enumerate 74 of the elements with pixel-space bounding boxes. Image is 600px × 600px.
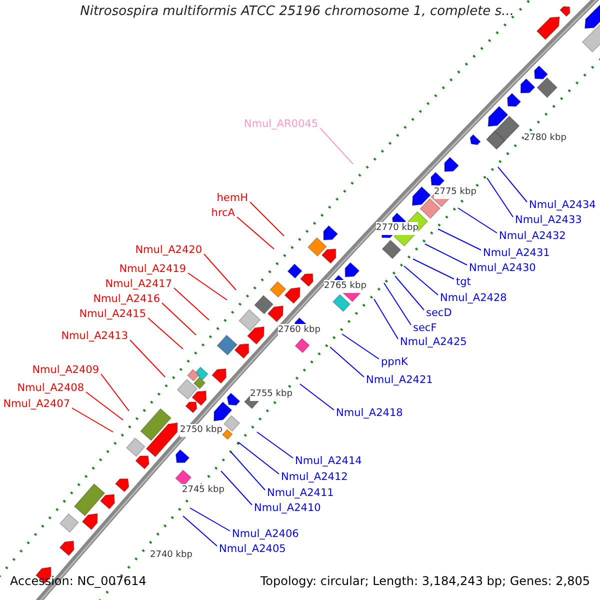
- gene-label: Nmul_A2430: [469, 262, 536, 275]
- gene-label: Nmul_A2416: [93, 293, 160, 306]
- leader-line: [250, 202, 284, 236]
- gene-label: Nmul_A2405: [219, 543, 286, 556]
- footer-text: Topology: circular; Length: 3,184,243 bp; Genes: 2,805: [260, 575, 590, 588]
- leader-line: [238, 442, 280, 474]
- scale-label: 2760 kbp: [278, 324, 320, 337]
- leader-line: [384, 282, 412, 326]
- scale-label: 2770 kbp: [376, 222, 418, 235]
- scale-label: 2740 kbp: [150, 549, 192, 562]
- gene-label: Nmul_A2408: [17, 382, 84, 395]
- gene-label: tgt: [456, 276, 471, 289]
- leader-line: [320, 128, 354, 164]
- leader-line: [190, 508, 230, 532]
- leader-line: [72, 408, 114, 432]
- leader-line: [486, 178, 514, 218]
- gene-label: Nmul_A2428: [440, 292, 507, 305]
- gene-label: hrcA: [211, 207, 235, 220]
- leader-line: [374, 298, 398, 340]
- leader-line: [174, 288, 210, 320]
- leader-line: [188, 272, 228, 300]
- leader-line: [458, 208, 498, 234]
- leader-line: [330, 346, 364, 378]
- scale-label: 2755 kbp: [250, 388, 292, 401]
- gene-label: Nmul_A2413: [61, 330, 128, 343]
- gene-label: Nmul_A2407: [3, 398, 70, 411]
- leader-line: [182, 516, 218, 546]
- gene-label: Nmul_A2415: [79, 308, 146, 321]
- gene-label: Nmul_A2434: [529, 199, 596, 212]
- scale-label: 2750 kbp: [180, 424, 222, 437]
- leader-line: [230, 452, 266, 490]
- scale-label: 2775 kbp: [434, 186, 476, 199]
- gene-label: Nmul_A2406: [232, 528, 299, 541]
- leader-line: [412, 258, 454, 280]
- scale-label: 2745 kbp: [182, 484, 224, 497]
- gene-label: Nmul_A2425: [400, 336, 467, 349]
- leader-line: [438, 228, 482, 250]
- leader-line: [220, 470, 252, 506]
- leader-line: [300, 384, 334, 410]
- gene-label: Nmul_A2432: [499, 230, 566, 243]
- gene-label: hemH: [216, 192, 248, 205]
- gene-label: Nmul_A2417: [105, 278, 172, 291]
- leader-line: [498, 166, 528, 202]
- gene-label: Nmul_AR0045: [244, 118, 318, 131]
- scale-label: 2780 kbp: [524, 132, 566, 145]
- gene-label: Nmul_A2421: [366, 374, 433, 387]
- scale-label: 2765 kbp: [324, 280, 366, 293]
- leader-line: [404, 266, 438, 296]
- gene-label: Nmul_A2410: [254, 502, 321, 515]
- leader-line: [424, 244, 468, 266]
- leader-line: [86, 392, 124, 420]
- gene-label: Nmul_A2431: [483, 247, 550, 260]
- gene-label: Nmul_A2412: [281, 471, 348, 484]
- leader-line: [342, 334, 380, 360]
- leader-line: [130, 340, 166, 378]
- leader-line: [100, 374, 130, 412]
- gene-label: Nmul_A2414: [295, 455, 362, 468]
- leader-line: [148, 318, 184, 350]
- gene-label: Nmul_A2409: [32, 364, 99, 377]
- gene-label: secF: [413, 322, 437, 335]
- gene-label: Nmul_A2419: [119, 263, 186, 276]
- leader-line: [256, 432, 294, 458]
- leader-line: [204, 254, 236, 290]
- gene-label: secD: [426, 307, 452, 320]
- gene-label: Nmul_A2433: [515, 214, 582, 227]
- gene-label: Nmul_A2411: [267, 487, 334, 500]
- leader-line: [236, 216, 274, 250]
- gene-label: Nmul_A2420: [135, 244, 202, 257]
- leader-line: [394, 276, 424, 310]
- gene-label: ppnK: [381, 356, 408, 369]
- leader-line: [162, 302, 196, 336]
- title: Nitrosospira multiformis ATCC 25196 chromosome 1, complete s...: [80, 5, 514, 18]
- footer-text: Accession: NC_007614: [10, 575, 146, 588]
- gene-label: Nmul_A2418: [336, 407, 403, 420]
